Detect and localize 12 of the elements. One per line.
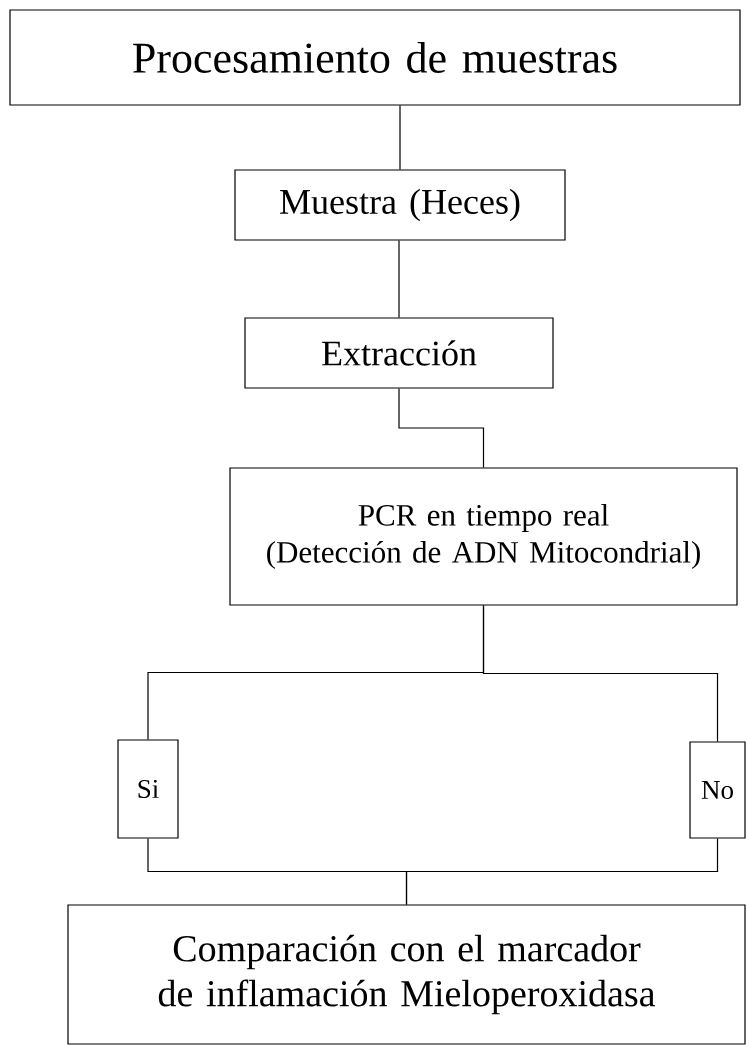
process-box: Muestra (Heces): [234, 169, 566, 241]
connector-line: [398, 240, 400, 318]
process-box: PCR en tiempo real (Detección de ADN Mitocondrial): [229, 467, 738, 606]
process-box: Extracción: [244, 317, 554, 389]
process-box: Si: [117, 739, 179, 839]
process-box: Comparación con el marcador de inflamación Mieloperoxidasa: [67, 904, 746, 1045]
process-box: Procesamiento de muestras: [9, 9, 741, 106]
process-box: No: [689, 741, 746, 839]
connector-line: [398, 388, 485, 468]
connector-line: [399, 105, 401, 170]
connector-line: [482, 605, 719, 742]
connector-line: [405, 838, 719, 905]
